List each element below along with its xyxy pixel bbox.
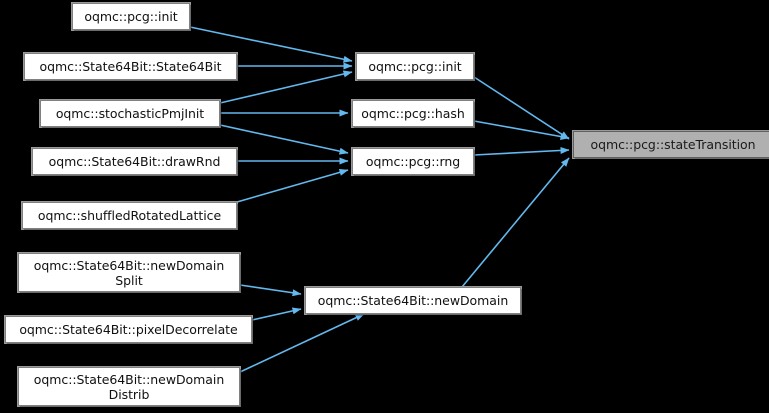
graph-node-label: oqmc::pcg::init (368, 59, 462, 74)
call-edge-pcg_init-to-pcg_state_transition (473, 76, 570, 140)
graph-node-label: oqmc::State64Bit::newDomain Distrib (33, 371, 225, 402)
graph-node-pcg_rng[interactable]: oqmc::pcg::rng (352, 148, 474, 175)
graph-node-pcg_init[interactable]: oqmc::pcg::init (356, 53, 474, 80)
graph-node-pcg_state_transition[interactable]: oqmc::pcg::stateTransition (573, 131, 769, 158)
graph-node-label: oqmc::State64Bit::State64Bit (39, 59, 222, 74)
graph-node-state64bit_newdomain[interactable]: oqmc::State64Bit::newDomain (305, 287, 521, 314)
graph-node-label: oqmc::stochasticPmjInit (55, 106, 205, 121)
call-edge-state64bit_newdomain-to-pcg_state_transition (461, 157, 570, 288)
graph-node-pcg_hash[interactable]: oqmc::pcg::hash (352, 100, 474, 127)
call-edge-pcg_rng-to-pcg_state_transition (473, 146, 570, 156)
graph-node-label: oqmc::pcg::hash (361, 106, 465, 121)
call-edge-pcg_hash-to-pcg_state_transition (473, 120, 570, 140)
graph-node-shuffled_rotated_lattice[interactable]: oqmc::shuffledRotatedLattice (22, 202, 237, 229)
graph-node-label: oqmc::pcg::rng (365, 154, 461, 169)
graph-node-label: oqmc::State64Bit::drawRnd (48, 154, 221, 169)
call-edge-state64bit_pixel_decorrelate-to-state64bit_newdomain (251, 307, 302, 321)
graph-node-label: oqmc::State64Bit::pixelDecorrelate (19, 322, 238, 337)
graph-node-state64bit_pixel_decorrelate[interactable]: oqmc::State64Bit::pixelDecorrelate (5, 316, 252, 343)
graph-node-label: oqmc::pcg::init (84, 9, 178, 24)
call-edge-shuffled_rotated_lattice-to-pcg_rng (236, 168, 349, 203)
call-edge-state64bit_newdomain_split-to-state64bit_newdomain (239, 284, 302, 297)
graph-node-stochastic_pmj_init[interactable]: oqmc::stochasticPmjInit (40, 100, 220, 127)
graph-node-state64bit_newdomain_distrib[interactable]: oqmc::State64Bit::newDomain Distrib (18, 367, 240, 406)
graph-node-label: oqmc::pcg::stateTransition (590, 137, 756, 152)
call-edge-stochastic_pmj_init-to-pcg_rng (219, 124, 349, 155)
graph-node-pcg_init_caller[interactable]: oqmc::pcg::init (72, 3, 190, 30)
graph-node-label: oqmc::shuffledRotatedLattice (37, 208, 222, 223)
graph-node-label: oqmc::State64Bit::newDomain Split (33, 257, 225, 288)
call-edge-state64bit_newdomain_distrib-to-state64bit_newdomain (239, 313, 365, 373)
graph-node-state64bit_drawrnd[interactable]: oqmc::State64Bit::drawRnd (32, 148, 237, 175)
call-edge-stochastic_pmj_init-to-pcg_init (219, 70, 353, 104)
graph-node-label: oqmc::State64Bit::newDomain (317, 293, 509, 308)
graph-node-state64bit_ctor[interactable]: oqmc::State64Bit::State64Bit (24, 53, 237, 80)
graph-node-state64bit_newdomain_split[interactable]: oqmc::State64Bit::newDomain Split (18, 253, 240, 292)
